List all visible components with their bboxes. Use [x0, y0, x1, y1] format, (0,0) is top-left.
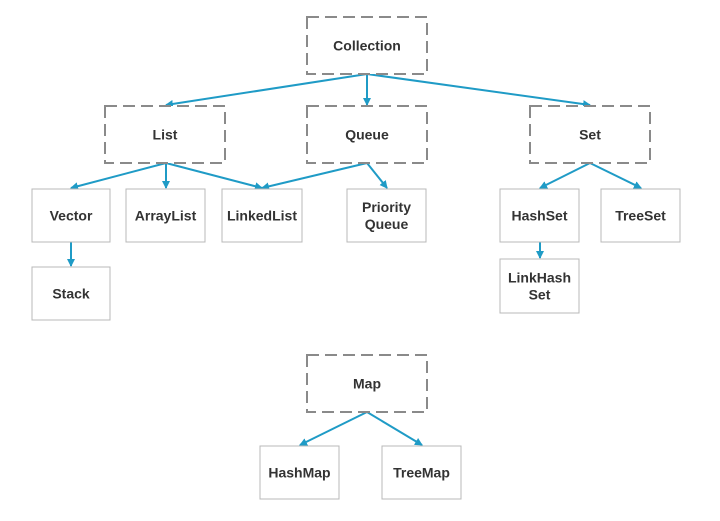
- node-treemap-label: TreeMap: [393, 465, 450, 481]
- edge-map-to-treemap: [366, 411, 423, 446]
- node-arraylist-label: ArrayList: [135, 208, 197, 224]
- node-list-label: List: [153, 127, 178, 143]
- node-collection: Collection: [306, 16, 428, 75]
- edge-set-to-hashset: [539, 162, 591, 189]
- edge-collection-to-set: [366, 73, 591, 108]
- node-treeset-box: [600, 188, 681, 243]
- node-vector: Vector: [31, 188, 111, 243]
- node-treemap-box: [381, 445, 462, 500]
- node-collection-label: Collection: [333, 38, 401, 54]
- node-map-label: Map: [353, 376, 381, 392]
- node-treeset: TreeSet: [600, 188, 681, 243]
- edge-queue-to-linkedlist: [261, 162, 368, 191]
- node-arraylist: ArrayList: [125, 188, 206, 243]
- node-map-box: [306, 354, 428, 413]
- node-stack: Stack: [31, 266, 111, 321]
- edge-map-to-hashmap: [299, 411, 368, 446]
- node-hashmap-label: HashMap: [268, 465, 330, 481]
- edge-collection-to-list: [165, 73, 368, 108]
- node-queue-box: [306, 105, 428, 164]
- node-linkedlist-box: [221, 188, 303, 243]
- node-linkhashset-box: [499, 258, 580, 314]
- node-map: Map: [306, 354, 428, 413]
- node-queue-label: Queue: [345, 127, 389, 143]
- node-priorityqueue-label-line2: Queue: [365, 216, 409, 232]
- edge-set-to-treeset: [589, 162, 642, 189]
- node-collection-box: [306, 16, 428, 75]
- node-queue: Queue: [306, 105, 428, 164]
- node-stack-label: Stack: [52, 286, 90, 302]
- node-hashmap: HashMap: [259, 445, 340, 500]
- node-set-label: Set: [579, 127, 601, 143]
- node-list-box: [104, 105, 226, 164]
- node-hashset-label: HashSet: [511, 208, 567, 224]
- node-priorityqueue-label-line1: Priority: [362, 199, 411, 215]
- edge-list-to-vector: [70, 162, 167, 191]
- node-arraylist-box: [125, 188, 206, 243]
- node-treeset-label: TreeSet: [615, 208, 666, 224]
- node-hashset: HashSet: [499, 188, 580, 243]
- edges-layer: [67, 73, 642, 446]
- node-hashset-box: [499, 188, 580, 243]
- node-treemap: TreeMap: [381, 445, 462, 500]
- node-linkedlist-label: LinkedList: [227, 208, 297, 224]
- node-linkhashset-label-line2: Set: [529, 287, 551, 303]
- node-stack-box: [31, 266, 111, 321]
- node-list: List: [104, 105, 226, 164]
- node-linkedlist: LinkedList: [221, 188, 303, 243]
- node-linkhashset-label-line1: LinkHash: [508, 270, 571, 286]
- node-set-box: [529, 105, 651, 164]
- node-vector-label: Vector: [50, 208, 93, 224]
- node-set: Set: [529, 105, 651, 164]
- node-priorityqueue-box: [346, 188, 427, 243]
- node-vector-box: [31, 188, 111, 243]
- edge-queue-to-priorityqueue: [366, 162, 388, 189]
- node-hashmap-box: [259, 445, 340, 500]
- edge-list-to-linkedlist: [165, 162, 263, 191]
